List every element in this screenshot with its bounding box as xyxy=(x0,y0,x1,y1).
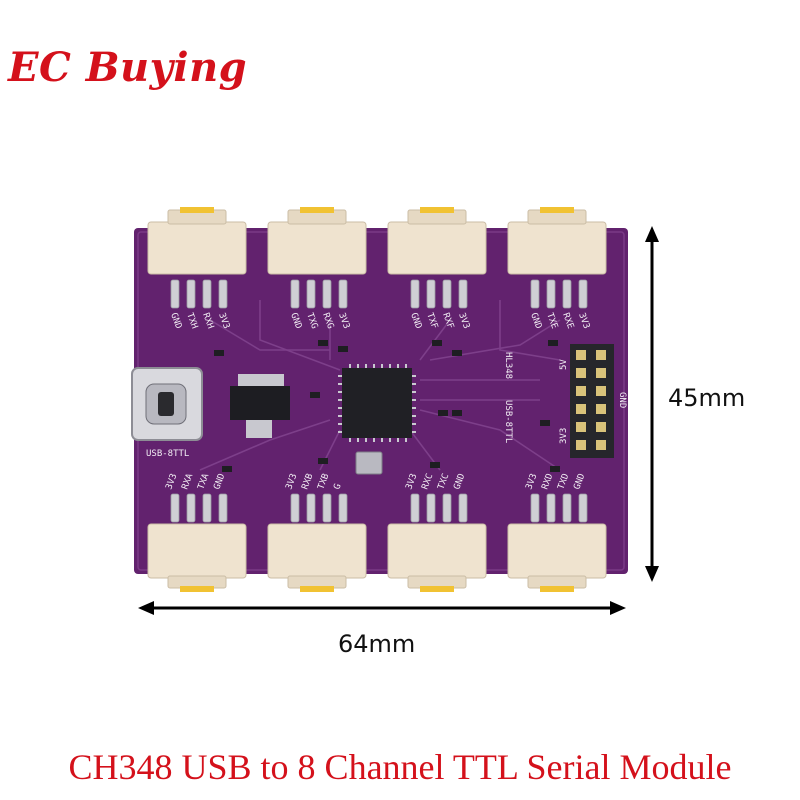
top-pin-legs xyxy=(170,279,588,309)
bottom-pin-legs xyxy=(170,493,588,523)
pcb-traces xyxy=(199,300,561,471)
side-label: USB-8TTL xyxy=(503,400,513,443)
crystal xyxy=(355,451,383,475)
pin-header xyxy=(570,344,614,458)
width-arrow xyxy=(138,601,626,615)
chip-label: HL348 xyxy=(503,352,513,379)
header-5v-label: 5V xyxy=(559,359,569,370)
smd-components xyxy=(214,340,560,472)
header-3v3-label: 3V3 xyxy=(559,428,569,444)
pin-label: G xyxy=(332,483,343,492)
width-dimension-label: 64mm xyxy=(338,630,416,658)
voltage-regulator xyxy=(230,374,290,438)
height-dimension-label: 45mm xyxy=(668,384,746,412)
ch348-chip xyxy=(338,364,416,442)
bottom-connectors xyxy=(147,523,607,592)
header-gnd-label: GND xyxy=(617,392,627,408)
top-connectors xyxy=(147,207,607,275)
product-caption: CH348 USB to 8 Channel TTL Serial Module xyxy=(68,747,732,787)
height-arrow xyxy=(645,226,659,582)
usb-c-port xyxy=(131,367,203,441)
brand-logo: EC Buying xyxy=(8,44,248,91)
usb-port-label: USB-8TTL xyxy=(146,449,189,459)
